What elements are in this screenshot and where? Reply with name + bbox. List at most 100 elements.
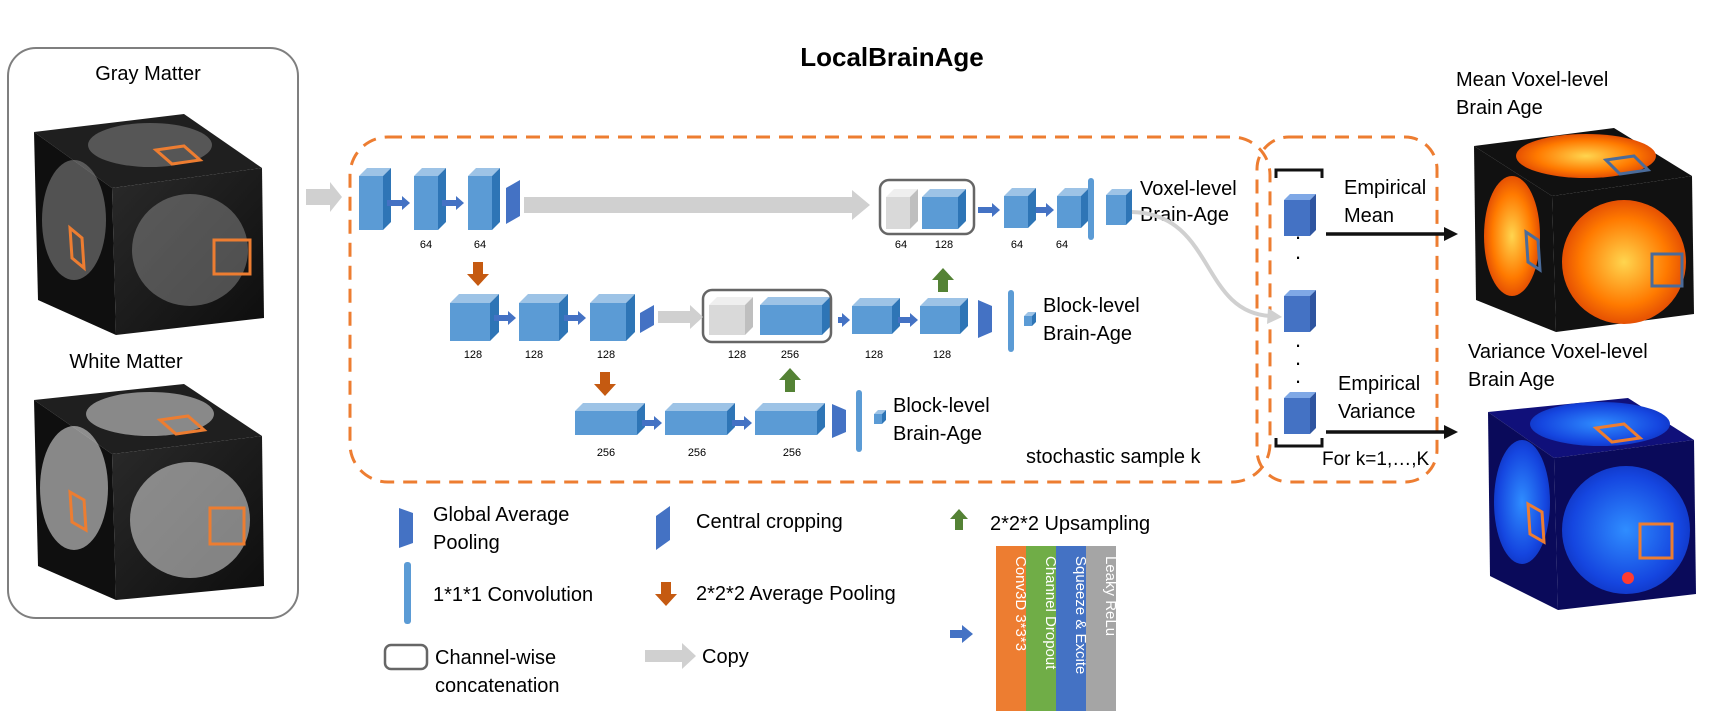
voxel-output-label: Voxel-level Brain-Age — [1140, 178, 1242, 226]
legend-bar-3 — [1056, 546, 1086, 711]
bottom-block-3 — [755, 403, 825, 435]
top-arrow-3 — [978, 203, 1000, 217]
bottom-gap-icon — [832, 404, 846, 438]
top-bracket — [1274, 168, 1324, 178]
mid-output-block — [1024, 312, 1036, 326]
avgpool-legend-icon — [655, 582, 677, 606]
sample-cube-3 — [1284, 392, 1316, 434]
mid-conv-1x1 — [1008, 290, 1014, 352]
mid-crop-icon — [640, 305, 654, 333]
sample-cube-1 — [1284, 194, 1316, 236]
input-arrow — [306, 182, 342, 212]
bottom-output-block — [874, 410, 886, 424]
bottom-block-2 — [665, 403, 735, 435]
mean-output-line2: Brain Age — [1456, 97, 1543, 119]
mid-channel-3: 128 — [597, 349, 615, 361]
mid-gap-icon — [978, 300, 992, 338]
concat-legend-icon — [383, 643, 429, 671]
copy-arrow-mid — [658, 305, 703, 329]
crop-legend-label: Central cropping — [696, 511, 843, 533]
top-after-channel-2: 64 — [1056, 239, 1068, 251]
for-k-label: For k=1,…,K — [1322, 449, 1429, 470]
top-block-2 — [468, 168, 500, 230]
concat-box-mid — [701, 288, 833, 344]
concat-legend-label: Channel-wise concatenation — [435, 647, 562, 697]
conv-legend-label: 1*1*1 Convolution — [433, 584, 593, 606]
diagram-title: LocalBrainAge — [800, 42, 984, 72]
concat-legend-line1: Channel-wise — [435, 647, 556, 669]
block-output1-label: Block-level Brain-Age — [1043, 295, 1145, 345]
mid-block-2 — [519, 294, 568, 341]
copy-arrow-top — [524, 190, 870, 220]
top-arrow-1 — [387, 196, 410, 210]
mid-block-3 — [590, 294, 635, 341]
top-channel-1: 64 — [420, 239, 432, 251]
top-crop-icon — [506, 180, 520, 224]
mid-block-5 — [920, 298, 968, 334]
top-block-1 — [414, 168, 446, 230]
legend-bar-1 — [996, 546, 1026, 711]
mid-arrow-3 — [838, 313, 850, 327]
dot-3: · — [1294, 332, 1301, 357]
dot-2: · — [1294, 244, 1301, 269]
mid-after-channel-1: 128 — [865, 349, 883, 361]
mid-block-1 — [450, 294, 499, 341]
block-output1-line1: Block-level — [1043, 295, 1140, 317]
variance-output-line2: Brain Age — [1468, 369, 1555, 391]
top-concat-channel-1: 64 — [895, 239, 907, 251]
top-concat-copy-block — [886, 189, 918, 229]
empirical-mean-label: Empirical Mean — [1344, 177, 1432, 227]
mid-concat-channel-2: 256 — [781, 349, 799, 361]
white-matter-cube — [34, 384, 264, 600]
white-matter-label: White Matter — [69, 351, 183, 373]
gray-matter-label: Gray Matter — [95, 63, 201, 85]
top-input-block — [359, 168, 391, 230]
legend-bar-2 — [1026, 546, 1056, 711]
copy-legend-icon — [645, 643, 696, 669]
variance-output-label: Variance Voxel-level Brain Age — [1468, 341, 1653, 391]
gap-legend-label: Global Average Pooling — [433, 504, 575, 554]
gap-legend-icon — [399, 508, 413, 548]
avgpool-arrow-1 — [467, 262, 489, 286]
mid-concat-up-block — [760, 297, 830, 335]
voxel-output-line1: Voxel-level — [1140, 178, 1237, 200]
variance-output-line1: Variance Voxel-level — [1468, 341, 1648, 363]
dot-5: · — [1294, 368, 1301, 393]
legend-bar-label-1: Conv3D 3*3*3 — [1012, 556, 1029, 651]
bottom-channel-3: 256 — [783, 447, 801, 459]
bottom-conv-1x1 — [856, 390, 862, 452]
upsample-legend-icon — [950, 509, 968, 530]
bottom-channel-1: 256 — [597, 447, 615, 459]
mid-arrow-2 — [564, 311, 586, 325]
upsample-legend-label: 2*2*2 Upsampling — [990, 513, 1150, 535]
sample-cubes — [1284, 194, 1316, 434]
variance-brain-age-cube — [1488, 398, 1696, 610]
sample-curve-arrowhead — [1267, 308, 1282, 324]
conv-legend-icon — [404, 562, 411, 624]
aggregation-box — [1255, 135, 1439, 484]
top-conv-1x1 — [1088, 178, 1094, 240]
crop-legend-icon — [656, 506, 670, 550]
empirical-variance-label: Empirical Variance — [1338, 373, 1426, 423]
top-arrow-4 — [1036, 203, 1054, 217]
legend: Global Average Pooling 1*1*1 Convolution… — [383, 504, 1150, 697]
aggregation-stack — [1274, 168, 1324, 448]
empirical-mean-line1: Empirical — [1344, 177, 1426, 199]
variance-output-arrow — [1326, 425, 1458, 439]
block-output2-line1: Block-level — [893, 395, 990, 417]
top-after-channel-1: 64 — [1011, 239, 1023, 251]
legend-bar-label-4: Leaky ReLu — [1102, 556, 1119, 636]
concat-box-top — [878, 178, 976, 236]
dot-1: · — [1294, 224, 1301, 249]
top-concat-channel-2: 128 — [935, 239, 953, 251]
avgpool-legend-label: 2*2*2 Average Pooling — [696, 583, 896, 605]
bottom-arrow-1 — [642, 416, 662, 430]
mid-arrow-4 — [898, 313, 918, 327]
mid-channel-2: 128 — [525, 349, 543, 361]
block-output2-label: Block-level Brain-Age — [893, 395, 995, 445]
upsample-arrow-1 — [932, 268, 954, 292]
legend-bar-label-2: Channel Dropout — [1042, 556, 1059, 670]
top-block-3 — [1004, 188, 1036, 228]
